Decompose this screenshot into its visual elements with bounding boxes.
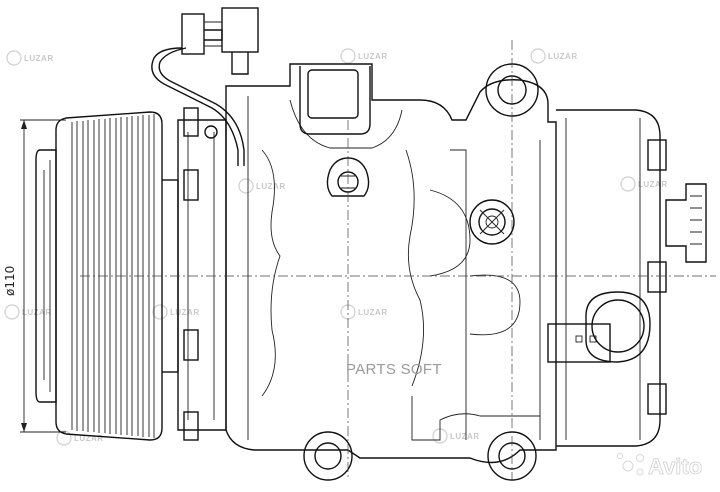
front-plate: [177, 107, 227, 441]
watermark-logo: LUZAR: [152, 304, 200, 320]
watermark-layer: LUZAR LUZAR LUZAR LUZAR LUZAR LUZAR LUZA…: [4, 48, 668, 446]
watermark-logo: LUZAR: [6, 50, 54, 66]
parts-soft-watermark: PARTS SOFT: [346, 361, 442, 378]
avito-dots-icon: [617, 453, 644, 476]
svg-text:LUZAR: LUZAR: [358, 52, 388, 61]
watermark-logo: LUZAR: [530, 48, 578, 64]
svg-text:LUZAR: LUZAR: [22, 308, 52, 317]
avito-label: Avito: [648, 454, 702, 479]
watermark-logo: LUZAR: [340, 48, 388, 64]
svg-text:LUZAR: LUZAR: [548, 52, 578, 61]
mounting-ears: [303, 63, 539, 481]
watermark-logo: LUZAR: [56, 430, 104, 446]
svg-text:LUZAR: LUZAR: [638, 180, 668, 189]
diameter-dimension: ø110: [3, 119, 66, 433]
pulley-groove: [126, 116, 133, 436]
svg-text:LUZAR: LUZAR: [170, 308, 200, 317]
diameter-label: ø110: [3, 266, 17, 296]
rear-connector: [547, 291, 651, 363]
svg-text:LUZAR: LUZAR: [358, 308, 388, 317]
svg-text:LUZAR: LUZAR: [450, 432, 480, 441]
compressor-body: [225, 63, 557, 464]
watermark-logo: LUZAR: [238, 178, 286, 194]
svg-text:LUZAR: LUZAR: [256, 182, 286, 191]
svg-text:LUZAR: LUZAR: [24, 54, 54, 63]
center-axes: [80, 40, 716, 480]
svg-text:LUZAR: LUZAR: [74, 434, 104, 443]
avito-badge: Avito: [617, 453, 703, 479]
rear-head: [556, 109, 707, 447]
pulley-groove: [71, 121, 78, 431]
watermark-logo: LUZAR: [4, 304, 52, 320]
watermark-logo: LUZAR: [620, 176, 668, 192]
service-valve: [469, 199, 515, 245]
wire-connector: [151, 7, 259, 166]
